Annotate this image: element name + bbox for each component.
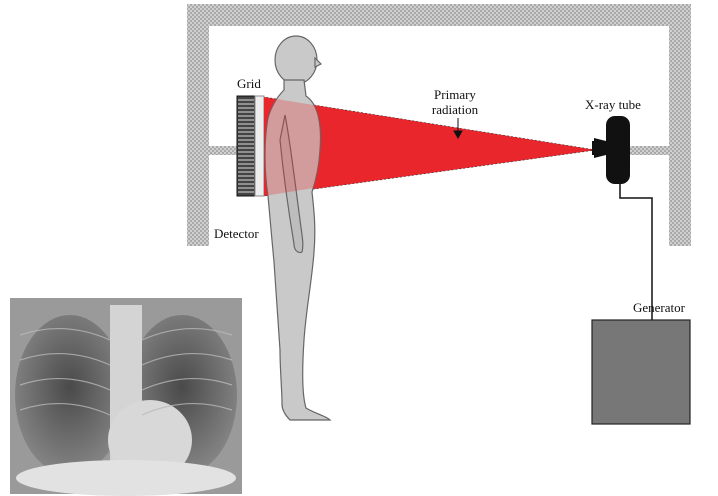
- generator-label: Generator: [633, 300, 685, 315]
- detector-label: Detector: [214, 226, 259, 241]
- detector-plate: [255, 96, 264, 196]
- grid-block: [237, 96, 255, 196]
- primary-radiation-label: Primary radiation: [415, 87, 495, 117]
- grid-label: Grid: [237, 76, 261, 91]
- xray-tube-label: X-ray tube: [585, 97, 641, 112]
- patient-figure: [265, 36, 330, 420]
- generator-box: [592, 320, 690, 424]
- primary-radiation-line1: Primary: [415, 87, 495, 102]
- chest-xray-image: [10, 298, 242, 496]
- primary-radiation-line2: radiation: [415, 102, 495, 117]
- xray-tube: [592, 116, 630, 184]
